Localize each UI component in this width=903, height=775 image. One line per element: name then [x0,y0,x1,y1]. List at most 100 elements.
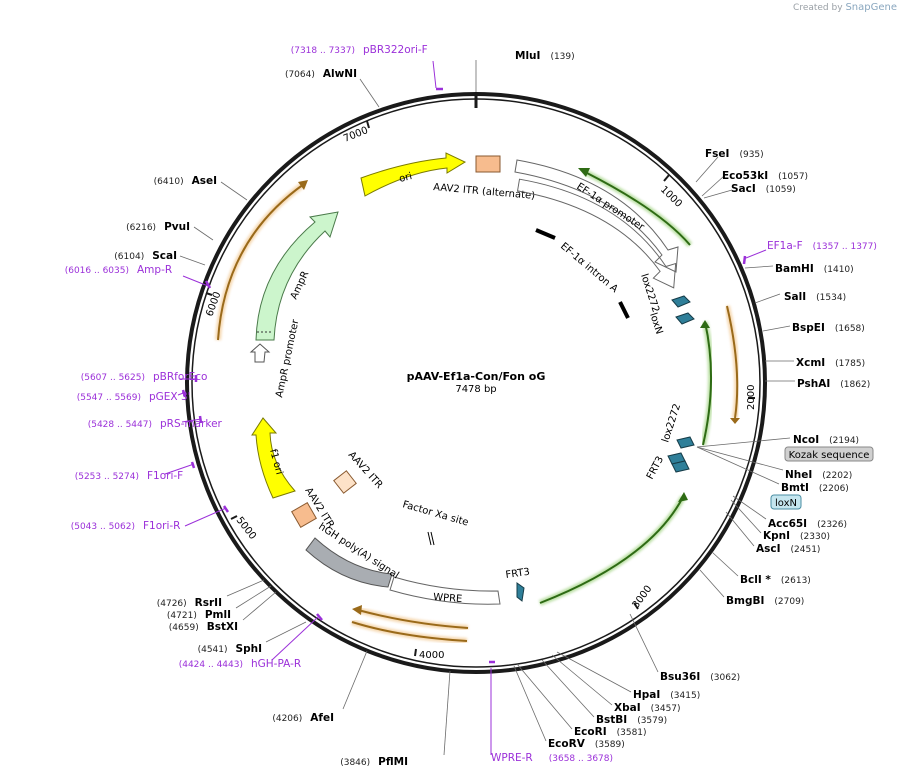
enzyme-name: BstBI [596,714,627,726]
enzyme-name: BspEI [792,322,825,334]
tick-1000 [663,174,670,182]
enzyme-position: (2709) [774,597,804,607]
enzyme-name: AfeI [310,712,334,724]
primer-range: (5428 .. 5447) [88,420,152,430]
enzyme-leader [235,585,272,609]
factor-xa-mark-1 [427,531,432,546]
primer-labels: pBR322ori-F(7318 .. 7337)EF1a-F(1357 .. … [65,44,877,764]
enzyme-leader [342,650,368,710]
enzyme-leader [359,78,380,108]
feature-label-frt3-bottom: FRT3 [505,567,531,581]
enzyme-leader [732,495,767,520]
feature-label-lox2272-upper: lox2272 [638,273,661,314]
enzyme-position: (2451) [791,545,821,555]
enzyme-leader [551,654,613,706]
enzyme-leader [179,255,206,266]
enzyme-position: (4541) [198,645,228,655]
enzyme-position: (2194) [829,436,859,446]
primer-mark [204,280,212,289]
primer-name: pRS-marker [160,418,223,430]
enzyme-leader [754,293,781,304]
enzyme-leader [701,175,725,197]
enzyme-leader [696,446,784,471]
tick-5000 [230,515,238,520]
enzyme-name: PflMI [378,756,408,768]
enzyme-position: (3457) [651,704,681,714]
enzyme-position: (1862) [840,380,870,390]
primer-range: (7318 .. 7337) [291,46,355,56]
plasmid-length: 7478 bp [455,384,496,395]
f1-ori-arrow [251,417,296,499]
intron-end-mark [618,301,630,319]
enzyme-position: (6410) [154,177,184,187]
enzyme-name: KpnI [763,530,790,542]
enzyme-labels: MluI(139)FseI(935)Eco53kI(1057)SacI(1059… [114,50,870,768]
tick-3000 [633,602,639,610]
green-arrow-bottom-glow [538,495,686,606]
enzyme-position: (3062) [710,673,740,683]
enzyme-position: (3846) [340,758,370,768]
feature-label-ampr-promoter: AmpR promoter [274,318,301,399]
enzyme-name: FseI [705,148,729,160]
enzyme-name: PvuI [164,221,190,233]
enzyme-position: (3581) [617,728,647,738]
enzyme-position: (2202) [822,471,852,481]
enzyme-position: (139) [550,52,574,62]
enzyme-name: PshAI [797,378,830,390]
tick-label-7000: 7000 [342,125,370,145]
credit-brand: SnapGene [845,2,897,13]
loxn-box-label: loxN [775,498,797,509]
enzyme-name: BmgBI [726,595,764,607]
factor-xa-mark-2 [430,531,435,546]
itr-inner-box [333,470,357,494]
green-arrow-bottom-head [678,492,688,502]
primer-name: hGH-PA-R [251,658,301,670]
primer-leader [181,418,202,423]
lox2272-lower-site [676,436,695,449]
enzyme-leader [265,621,307,643]
primer-mark [742,255,747,265]
feature-label-lox2272-lower: lox2272 [660,403,683,444]
enzyme-name: BclI * [740,574,771,586]
enzyme-leader [696,446,780,485]
tick-7000 [366,120,370,129]
wpre-arrow [389,576,501,605]
enzyme-name: MluI [515,50,540,62]
enzyme-leader [242,591,277,621]
primer-range: (1357 .. 1377) [813,242,877,252]
orf-bottom-2 [351,621,468,642]
enzyme-leader [513,665,547,742]
primer-leader [271,616,319,661]
primer-leader [164,463,195,475]
enzyme-position: (4659) [169,623,199,633]
enzyme-position: (1658) [835,324,865,334]
frt3-bottom-site [516,582,525,602]
feature-label-ori: ori [398,171,413,185]
enzyme-position: (3579) [637,716,667,726]
primer-leader [182,275,209,287]
primer-mark [222,505,230,513]
enzyme-leader [696,437,791,448]
hgh-polya-block [305,537,393,588]
enzyme-position: (4206) [272,714,302,724]
primer-mark [316,613,323,621]
feature-label-loxn-upper: loxN [647,312,664,336]
enzyme-name: Acc65I [768,518,807,530]
enzyme-position: (2326) [817,520,847,530]
primer-mark [198,415,203,424]
enzyme-position: (7064) [285,70,315,80]
lox2272-upper-site [671,295,691,308]
credit-prefix: Created by [793,3,843,13]
enzyme-leader [730,499,762,534]
enzyme-name: BstXI [207,621,238,633]
green-arrow-right-head [700,320,710,328]
ori-arrow [360,152,467,197]
enzyme-name: EcoRV [548,738,586,750]
primer-range: (5607 .. 5625) [81,373,145,383]
feature-label-itr-alt: AAV2 ITR (alternate) [433,182,536,202]
feature-label-ef1a-promoter: EF-1α promoter [574,181,646,233]
kozak-box [784,446,874,462]
enzyme-position: (6104) [114,252,144,262]
enzyme-name: Bsu36I [660,671,700,683]
